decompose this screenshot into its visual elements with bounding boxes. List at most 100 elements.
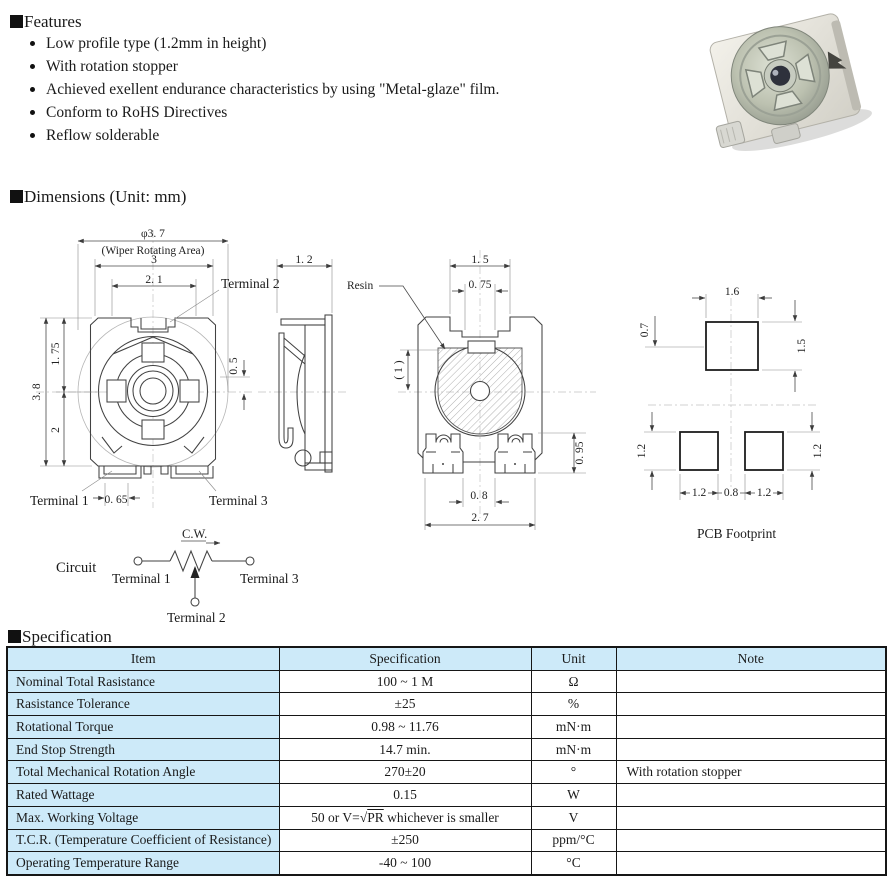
side-view-drawing: 1. 2 [258, 254, 348, 473]
terminal2-label: Terminal 2 [221, 276, 280, 291]
row-note [615, 669, 887, 694]
spec-part: 50 or V=√ [311, 809, 368, 825]
dim-fp-w1: 1.2 [692, 487, 707, 499]
dim-foot-height: 0. 95 [574, 441, 586, 464]
row-item: Rotational Torque [6, 715, 280, 739]
row-unit: ° [530, 760, 617, 785]
row-unit: V [530, 805, 617, 830]
row-unit: Ω [530, 669, 617, 694]
row-spec: ±250 [278, 828, 532, 853]
specification-title: Specification [22, 627, 112, 646]
table-row: Rasistance Tolerance ±25 % [6, 692, 887, 717]
row-item: End Stop Strength [6, 737, 280, 762]
feature-item: With rotation stopper [26, 55, 499, 78]
circuit-terminal1-label: Terminal 1 [112, 571, 171, 586]
circuit-diagram: Circuit C.W. Terminal 1 Terminal 3 Termi… [56, 527, 299, 625]
cw-label: C.W. [182, 527, 207, 541]
product-photo [709, 13, 872, 151]
dim-height-overall: 3. 8 [31, 383, 43, 401]
dim-depth: ( 1 ) [393, 360, 405, 379]
specification-table: Item Specification Unit Note Nominal Tot… [6, 646, 887, 876]
dimensions-section-title: Dimensions (Unit: mm) [10, 187, 186, 207]
table-row: Rotational Torque 0.98 ~ 11.76 mN·m [6, 715, 887, 739]
row-spec: 14.7 min. [278, 737, 532, 762]
table-row: Total Mechanical Rotation Angle 270±20 °… [6, 760, 887, 785]
circuit-terminal3-label: Terminal 3 [240, 571, 299, 586]
row-spec: 50 or V=√PR whichever is smaller [278, 805, 532, 830]
dim-fp-top-w: 1.6 [725, 286, 740, 298]
spec-part: whichever is smaller [383, 809, 499, 825]
dimension-drawings: φ3. 7 (Wiper Rotating Area) 3 2. 1 Termi… [30, 228, 824, 625]
table-row: Rated Wattage 0.15 W [6, 783, 887, 807]
feature-item: Achieved exellent endurance characterist… [26, 78, 499, 101]
dim-fp-top-h: 1.5 [796, 339, 808, 354]
row-unit: ppm/°C [530, 828, 617, 853]
feature-item: Conform to RoHS Directives [26, 101, 499, 124]
row-note [615, 828, 887, 853]
dim-wiper-note: (Wiper Rotating Area) [101, 245, 204, 257]
table-row: Max. Working Voltage 50 or V=√PR whichev… [6, 805, 887, 830]
dim-fp-left-h: 1.2 [636, 444, 648, 459]
header-unit: Unit [530, 646, 617, 671]
row-item: Rasistance Tolerance [6, 692, 280, 717]
row-item: T.C.R. (Temperature Coefficient of Resis… [6, 828, 280, 853]
dim-gap: 0. 8 [470, 490, 488, 502]
feature-item: Low profile type (1.2mm in height) [26, 32, 499, 55]
dim-wiper-dia: φ3. 7 [141, 228, 165, 240]
feature-item: Reflow solderable [26, 124, 499, 147]
row-item: Nominal Total Rasistance [6, 669, 280, 694]
dim-inner-width: 2. 1 [145, 274, 163, 286]
dim-fp-w2: 1.2 [757, 487, 772, 499]
table-row: T.C.R. (Temperature Coefficient of Resis… [6, 828, 887, 853]
section-marker-icon [8, 630, 21, 643]
table-row: End Stop Strength 14.7 min. mN·m [6, 737, 887, 762]
dim-side-width: 1. 2 [295, 254, 313, 266]
pcb-footprint-caption: PCB Footprint [697, 526, 776, 541]
header-item: Item [6, 646, 280, 671]
features-list: Low profile type (1.2mm in height) With … [26, 32, 499, 147]
table-row: Nominal Total Rasistance 100 ~ 1 M Ω [6, 669, 887, 694]
row-unit: W [530, 783, 617, 807]
row-note: With rotation stopper [615, 760, 887, 785]
header-specification: Specification [278, 646, 532, 671]
circuit-terminal2-label: Terminal 2 [167, 610, 226, 625]
circuit-label: Circuit [56, 560, 96, 576]
dimensions-title: Dimensions (Unit: mm) [24, 187, 187, 206]
row-unit: mN·m [530, 737, 617, 762]
section-marker-icon [10, 190, 23, 203]
features-section-title: Features [10, 12, 82, 32]
row-spec: 0.15 [278, 783, 532, 807]
rotor-direction-mark [827, 51, 847, 69]
table-row: Operating Temperature Range -40 ~ 100 °C [6, 851, 887, 876]
row-note [615, 715, 887, 739]
resin-label: Resin [347, 280, 373, 292]
dim-fp-right-h: 1.2 [812, 444, 824, 459]
row-note [615, 737, 887, 762]
row-note [615, 851, 887, 876]
row-spec: 270±20 [278, 760, 532, 785]
row-unit: % [530, 692, 617, 717]
dim-bottom-width: 2. 7 [471, 512, 489, 524]
dim-fp-top-offset: 0.7 [639, 323, 651, 338]
section-marker-icon [10, 15, 23, 28]
dim-slot: 1. 5 [471, 254, 489, 266]
terminal1-label: Terminal 1 [30, 493, 89, 508]
pcb-footprint-drawing: 1.6 0.7 1.5 1.2 1.2 [636, 286, 824, 541]
row-spec: ±25 [278, 692, 532, 717]
row-spec: -40 ~ 100 [278, 851, 532, 876]
top-view-drawing: φ3. 7 (Wiper Rotating Area) 3 2. 1 Termi… [30, 228, 280, 508]
dim-slot-inner: 0. 75 [469, 279, 492, 291]
row-item: Operating Temperature Range [6, 851, 280, 876]
row-unit: °C [530, 851, 617, 876]
table-header-row: Item Specification Unit Note [6, 646, 887, 671]
dim-body-width: 3 [151, 254, 157, 266]
row-spec: 100 ~ 1 M [278, 669, 532, 694]
spec-part-overline: PR [367, 809, 384, 825]
row-item: Total Mechanical Rotation Angle [6, 760, 280, 785]
row-note [615, 692, 887, 717]
dim-foot: 0. 65 [105, 494, 128, 506]
dim-fp-gap: 0.8 [724, 487, 739, 499]
row-item: Max. Working Voltage [6, 805, 280, 830]
features-title: Features [24, 12, 82, 31]
